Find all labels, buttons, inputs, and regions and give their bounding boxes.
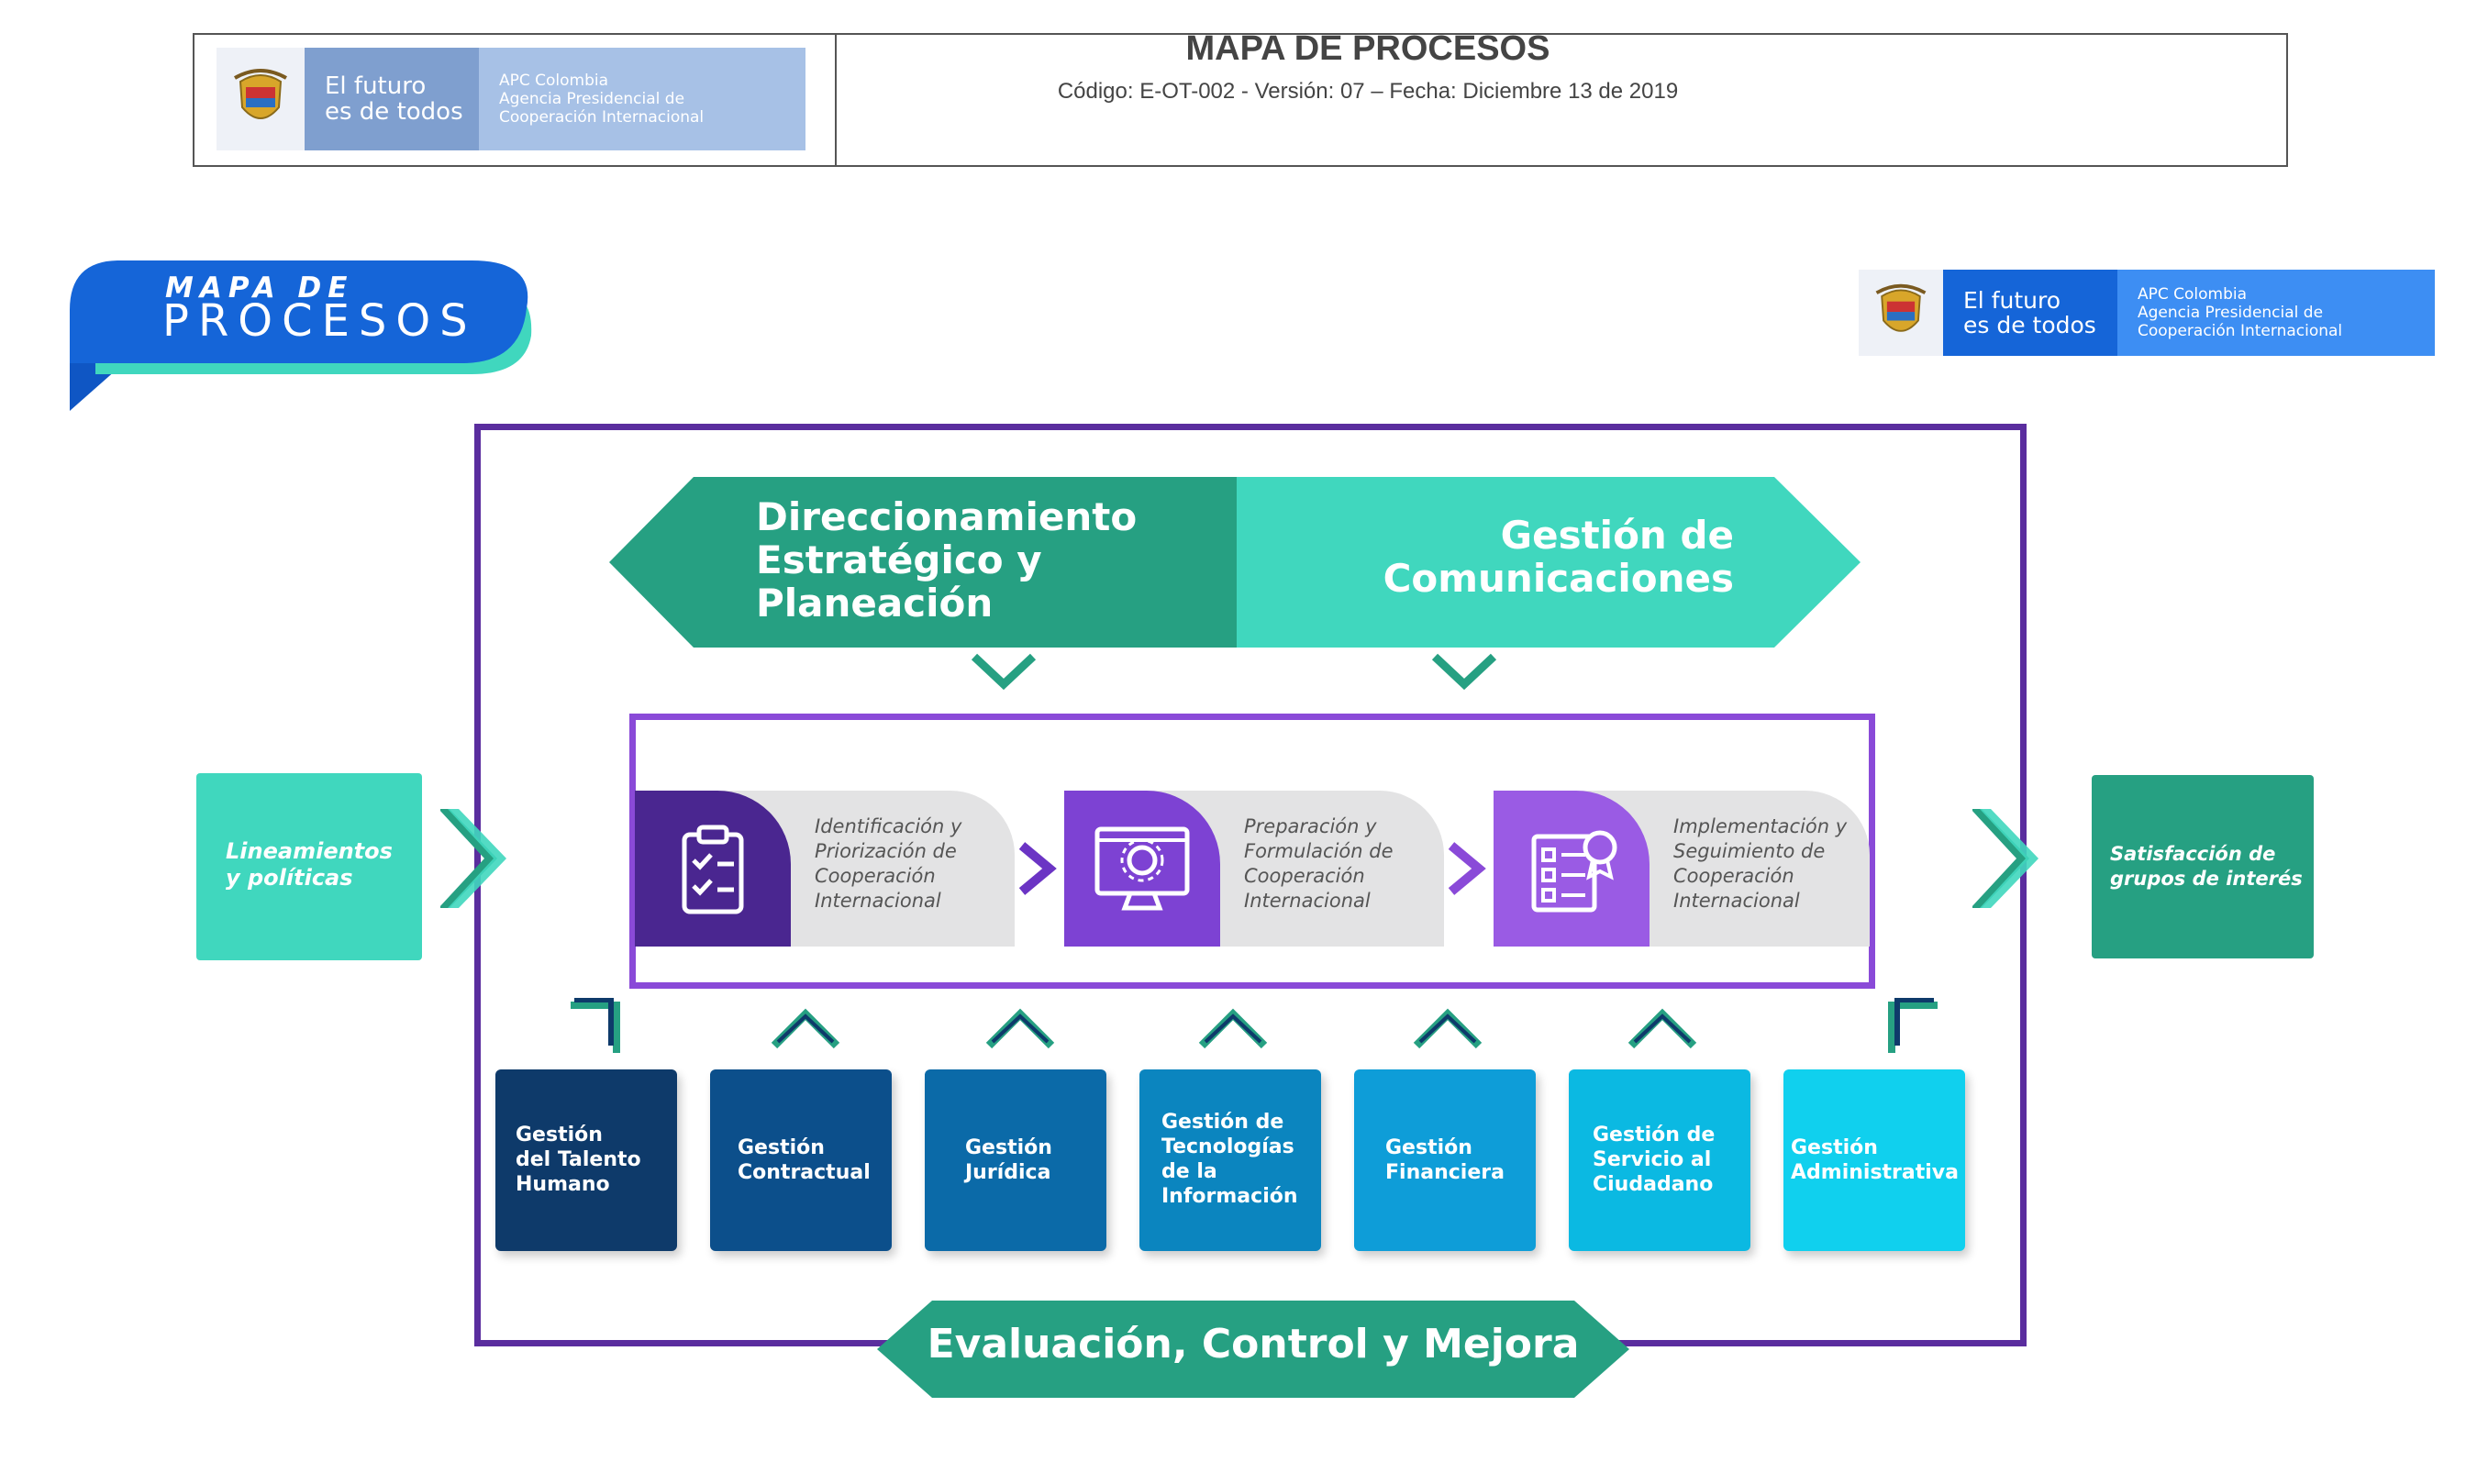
process-implementacion: Implementación y Seguimiento de Cooperac…	[1494, 791, 1870, 947]
chevron-down-icon	[1431, 653, 1497, 691]
header-divider	[835, 35, 837, 165]
evaluation-banner	[877, 1301, 1629, 1398]
chevron-up-icon	[985, 1008, 1055, 1049]
logo-futuro-line2: es de todos	[1963, 312, 2096, 338]
evaluation-label: Evaluación, Control y Mejora	[927, 1321, 1580, 1368]
document-header: El futuro es de todos APC Colombia Agenc…	[193, 33, 2288, 167]
logo-apc-line1: APC Colombia	[499, 72, 609, 90]
document-title: MAPA DE PROCESOS	[1185, 29, 1550, 68]
strategic-banner	[609, 477, 1861, 648]
title-badge	[70, 260, 532, 411]
input-box	[196, 773, 422, 960]
support-label-line: Tecnologías	[1161, 1135, 1294, 1158]
support-juridica: Gestión Jurídica	[925, 1069, 1106, 1251]
support-label-line: Administrativa	[1791, 1161, 1959, 1184]
process-label-line: Internacional	[1673, 890, 1800, 912]
chevron-down-icon	[971, 653, 1037, 691]
comunicaciones-line1: Gestión de	[1500, 513, 1734, 558]
process-label: Identificación y Priorización de Coopera…	[815, 814, 1007, 914]
chevron-up-icon	[1627, 1008, 1697, 1049]
direccionamiento-line1: Direccionamiento	[756, 494, 1138, 539]
process-label-line: Internacional	[1244, 890, 1371, 912]
input-label: Lineamientos y políticas	[226, 838, 409, 892]
process-label-line: Preparación y	[1244, 815, 1377, 837]
output-label-line1: Satisfacción de	[2110, 843, 2276, 865]
support-tecnologias: Gestión de Tecnologías de la Información	[1139, 1069, 1321, 1251]
process-label-line: Cooperación	[1673, 865, 1794, 887]
direccionamiento-line2: Estratégico y	[756, 537, 1042, 582]
logo-apc-line3: Cooperación Internacional	[2138, 322, 2343, 340]
process-label-line: Seguimiento de	[1673, 840, 1826, 862]
support-label-line: Información	[1161, 1185, 1298, 1208]
support-label-line: de la	[1161, 1160, 1217, 1183]
chevron-right-icon	[1448, 842, 1486, 895]
logo-futuro-line1: El futuro	[1963, 287, 2061, 314]
apc-logo-poster: El futuro es de todos APC Colombia Agenc…	[1859, 270, 2435, 356]
coat-of-arms-icon	[217, 48, 305, 150]
chevron-right-icon	[1018, 842, 1057, 895]
support-label-line: Gestión	[965, 1136, 1052, 1159]
support-label-line: Gestión	[1791, 1136, 1878, 1159]
process-label: Implementación y Seguimiento de Cooperac…	[1673, 814, 1866, 914]
support-label-line: Financiera	[1385, 1161, 1505, 1184]
support-label-line: Gestión de	[1593, 1124, 1716, 1146]
output-label-line2: grupos de interés	[2110, 868, 2303, 890]
coat-of-arms-icon	[1859, 270, 1943, 356]
comunicaciones-label: Gestión de Comunicaciones	[1330, 514, 1734, 600]
logo-apc-line2: Agencia Presidencial de	[499, 90, 685, 108]
process-preparacion: Preparación y Formulación de Cooperación…	[1064, 791, 1444, 947]
process-label-line: Cooperación	[815, 865, 936, 887]
chevron-up-icon	[1413, 1008, 1483, 1049]
output-box	[2092, 775, 2314, 958]
document-award-icon	[1494, 791, 1650, 947]
missional-bracket	[629, 714, 1875, 989]
chevron-right-icon	[1972, 809, 2038, 908]
process-label-line: Cooperación	[1244, 865, 1365, 887]
support-talento-humano: Gestión del Talento Humano	[495, 1069, 677, 1251]
monitor-gear-icon	[1064, 791, 1220, 947]
support-contractual: Gestión Contractual	[710, 1069, 892, 1251]
support-label-line: del Talento	[516, 1148, 641, 1171]
logo-futuro-line1: El futuro	[325, 72, 427, 100]
poster-title-line1: MAPA DE	[165, 271, 354, 305]
output-label: Satisfacción de grupos de interés	[2110, 842, 2308, 892]
support-label-line: Gestión	[1385, 1136, 1472, 1159]
chevron-right-icon	[440, 809, 506, 908]
support-label-line: Gestión	[738, 1136, 825, 1159]
support-label-line: Servicio al	[1593, 1148, 1712, 1171]
comunicaciones-line2: Comunicaciones	[1383, 556, 1734, 601]
clipboard-checklist-icon	[635, 791, 791, 947]
support-administrativa: Gestión Administrativa	[1783, 1069, 1965, 1251]
chevron-up-icon	[771, 1008, 840, 1049]
logo-apc-line2: Agencia Presidencial de	[2138, 304, 2324, 322]
direccionamiento-label: Direccionamiento Estratégico y Planeació…	[756, 495, 1270, 625]
chevron-up-icon	[1198, 1008, 1268, 1049]
logo-apc-line1: APC Colombia	[2138, 285, 2248, 304]
input-label-line2: y políticas	[226, 865, 353, 891]
process-label-line: Identificación y	[815, 815, 962, 837]
input-label-line1: Lineamientos	[226, 838, 393, 864]
support-label-line: Gestión de	[1161, 1111, 1284, 1134]
direccionamiento-line3: Planeación	[756, 581, 994, 626]
logo-futuro-line2: es de todos	[325, 98, 463, 126]
process-label-line: Formulación de	[1244, 840, 1394, 862]
apc-logo-header: El futuro es de todos APC Colombia Agenc…	[217, 48, 805, 150]
process-label-line: Internacional	[815, 890, 941, 912]
process-identificacion: Identificación y Priorización de Coopera…	[635, 791, 1015, 947]
process-label-line: Implementación y	[1673, 815, 1848, 837]
support-label-line: Jurídica	[965, 1161, 1051, 1184]
support-label-line: Humano	[516, 1173, 610, 1196]
support-label-line: Contractual	[738, 1161, 871, 1184]
support-servicio-ciudadano: Gestión de Servicio al Ciudadano	[1569, 1069, 1750, 1251]
logo-apc-line3: Cooperación Internacional	[499, 108, 705, 127]
document-code: Código: E-OT-002 - Versión: 07 – Fecha: …	[1057, 79, 1679, 104]
process-label-line: Priorización de	[815, 840, 957, 862]
corner-bracket-icon	[571, 998, 620, 1053]
support-label-line: Gestión	[516, 1124, 603, 1146]
corner-bracket-icon	[1888, 998, 1938, 1053]
support-label-line: Ciudadano	[1593, 1173, 1714, 1196]
poster-title-line2: PROCESOS	[162, 295, 477, 347]
process-label: Preparación y Formulación de Cooperación…	[1244, 814, 1437, 914]
support-financiera: Gestión Financiera	[1354, 1069, 1536, 1251]
